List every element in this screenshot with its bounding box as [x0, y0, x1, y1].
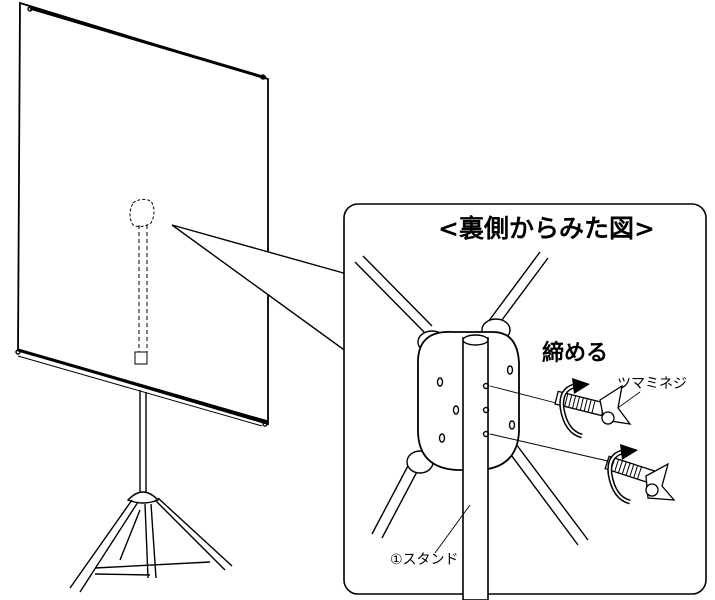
inset-detail — [354, 251, 641, 600]
stand-arms — [354, 251, 589, 546]
wing-screw-icon — [604, 455, 676, 501]
projector-screen-stand — [15, 1, 269, 593]
curved-arrow-icon — [559, 378, 590, 439]
tripod-legs — [69, 497, 233, 593]
stand-label: ①スタンド — [390, 552, 459, 568]
inset-frame — [343, 203, 707, 595]
tripod-hub — [126, 491, 160, 504]
hidden-bracket — [129, 198, 155, 228]
wing-screw-icon — [554, 384, 632, 425]
curved-arrow-icon — [607, 444, 638, 505]
tighten-label: 締める — [542, 341, 609, 366]
inset-title: <裏側からみた図> — [438, 214, 655, 243]
center-pole — [462, 337, 489, 600]
thumb-screw-label: ツマミネジ — [617, 376, 687, 392]
